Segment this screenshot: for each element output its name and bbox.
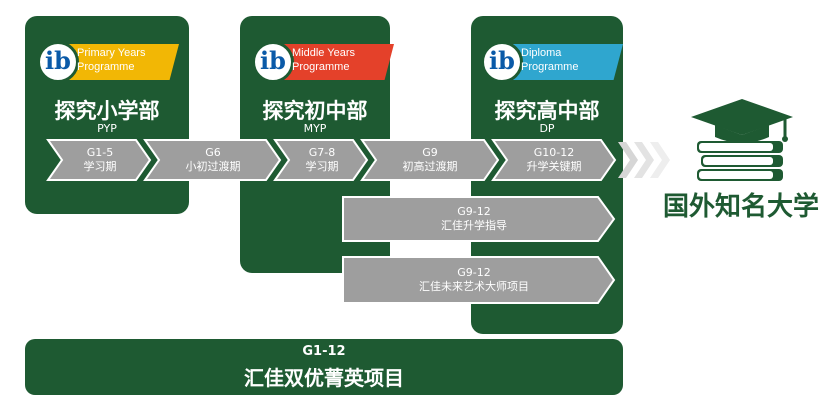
dp-ribbon — [505, 44, 623, 80]
footer-bar — [25, 339, 623, 395]
dp-abbr: DP — [539, 122, 555, 135]
fade-chevron-1 — [618, 142, 638, 178]
stage-chevron-g6 — [143, 139, 282, 181]
myp-ribbon — [276, 44, 394, 80]
dp-badge-line2: Programme — [521, 61, 579, 73]
ib-logo-icon: ib — [252, 41, 294, 83]
pyp-badge-line2: Programme — [77, 61, 135, 73]
pyp-ribbon — [61, 44, 179, 80]
pyp-badge-line1: Primary Years — [77, 47, 146, 59]
dp-title: 探究高中部 — [494, 99, 600, 123]
stage-chevron-g1-5 — [46, 139, 152, 181]
long-arrow-guidance — [342, 196, 616, 242]
footer-grade: G1-12 — [302, 344, 346, 359]
footer-title: 汇佳双优菁英项目 — [244, 366, 404, 390]
myp-abbr: MYP — [303, 122, 327, 135]
ib-logo-icon: ib — [37, 41, 79, 83]
pyp-title: 探究小学部 — [54, 99, 160, 123]
pyp-abbr: PYP — [97, 122, 117, 135]
fade-chevron-2 — [634, 142, 654, 178]
stage-chevron-g9 — [360, 139, 500, 181]
stage-chevron-g10-12 — [491, 139, 617, 181]
myp-badge-line1: Middle Years — [292, 47, 355, 59]
dp-badge-line1: Diploma — [521, 47, 562, 59]
graduation-cap-books-icon — [691, 99, 793, 181]
fade-chevron-3 — [650, 142, 670, 178]
destination-label: 国外知名大学 — [662, 192, 819, 222]
long-arrow-art — [342, 256, 616, 304]
myp-title: 探究初中部 — [262, 99, 368, 123]
myp-badge-line2: Programme — [292, 61, 350, 73]
stage-chevron-g7-8 — [273, 139, 369, 181]
ib-logo-icon: ib — [481, 41, 523, 83]
